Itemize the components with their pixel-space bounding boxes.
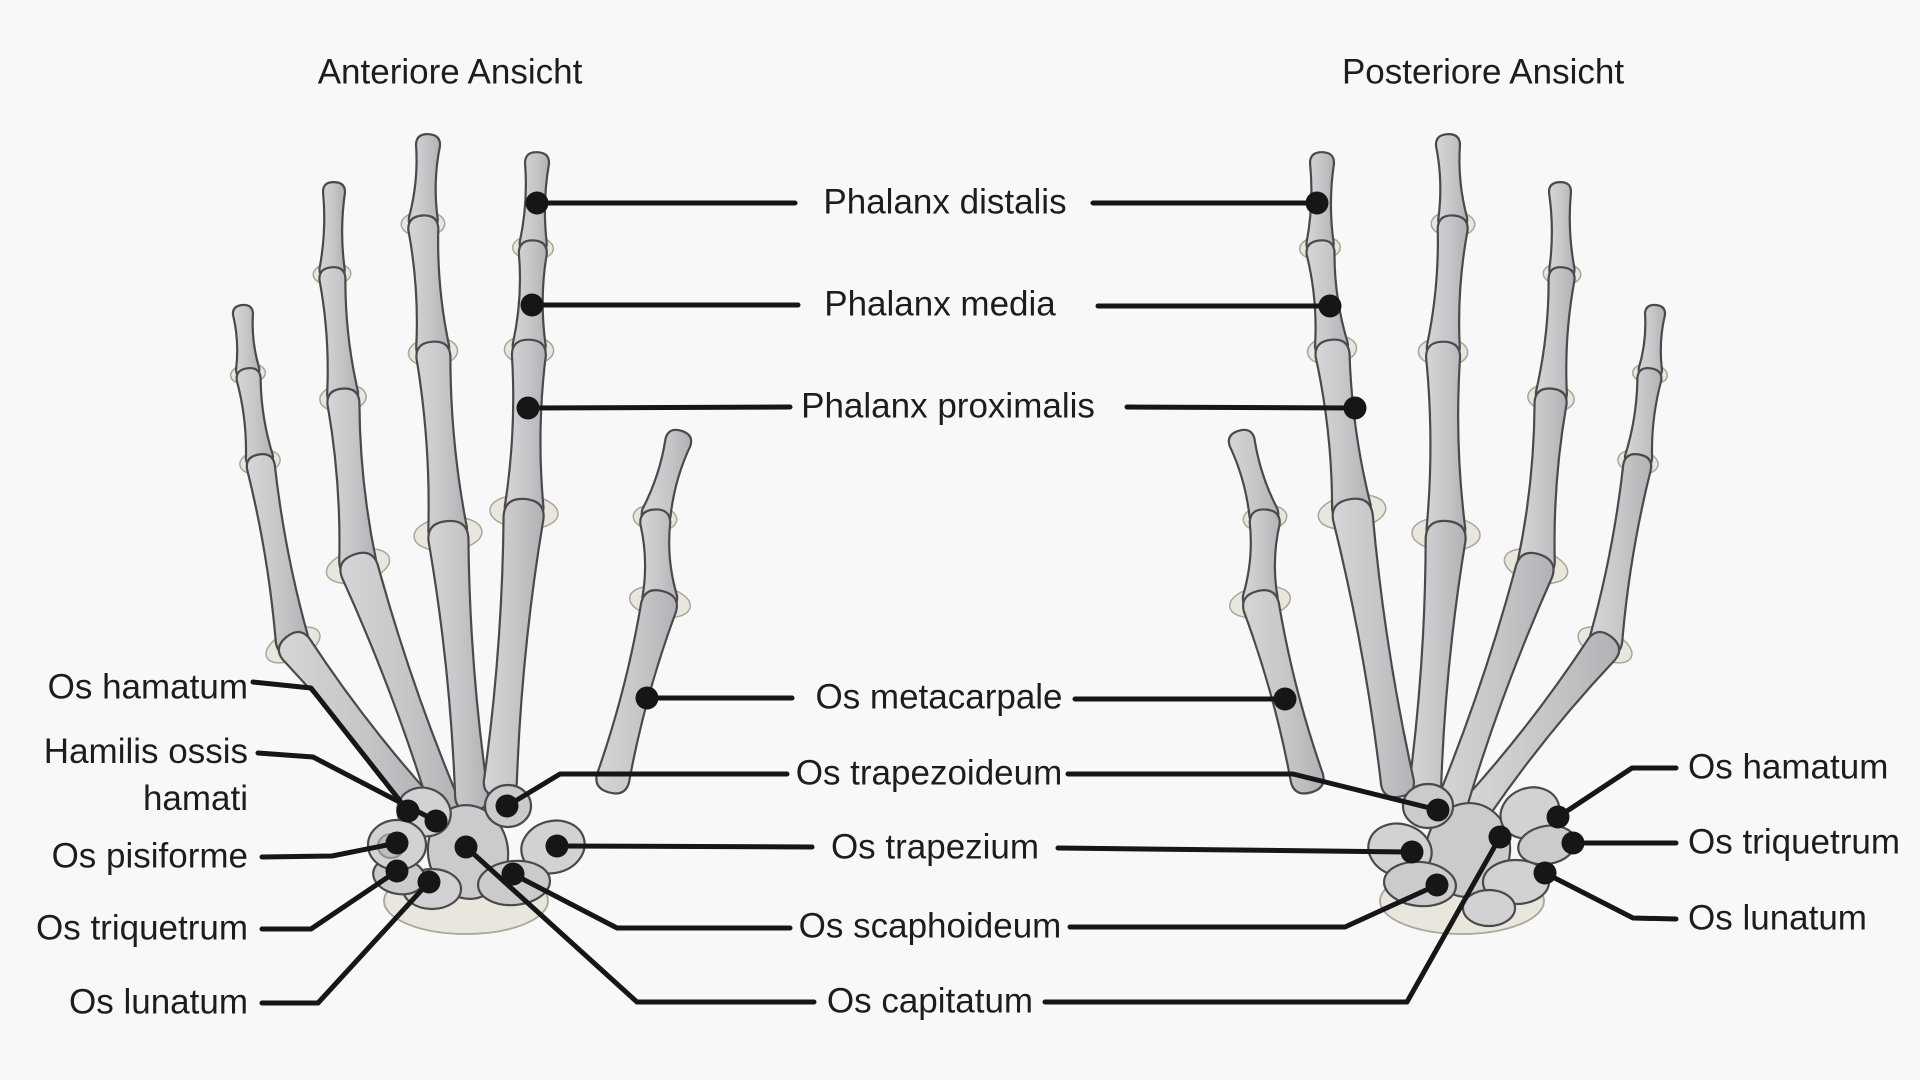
label-os-metacarpale: Os metacarpale — [815, 677, 1063, 717]
leader-phalanx-proximalis-right-dot — [1343, 396, 1367, 420]
hand-posterior-digit-0-bone-1 — [1623, 366, 1663, 471]
leader-os-trapezium-right-dot — [1400, 840, 1424, 864]
hand-anterior-digit-0-bone-0 — [231, 303, 261, 381]
anterior-hand-illustration — [229, 133, 693, 935]
hand-anterior-digit-2-bone-0 — [407, 133, 442, 234]
leader-os-hamatum-far-right — [1555, 765, 1679, 820]
leader-os-scaphoideum-left-dot — [501, 862, 525, 886]
hand-posterior-digit-3-bone-3 — [1331, 497, 1416, 799]
leader-os-trapezium-left — [554, 843, 815, 850]
hand-posterior-digit-2-bone-2 — [1424, 340, 1467, 548]
hand-posterior-digit-2-bone-1 — [1425, 214, 1469, 363]
leader-os-scaphoideum-right — [1067, 882, 1440, 930]
leader-os-metacarpale-left-dot — [635, 686, 659, 710]
label-os-triquetrum-right: Os triquetrum — [1688, 822, 1900, 862]
leader-phalanx-media-left-dot — [520, 293, 544, 317]
label-os-capitatum: Os capitatum — [826, 981, 1034, 1021]
hand-anterior-digit-0-bone-2 — [245, 453, 310, 657]
leader-hamilis-ossis-hamati — [255, 750, 439, 824]
leader-os-scaphoideum-left — [510, 871, 793, 931]
posterior-hand-illustration — [1227, 133, 1669, 935]
leader-os-lunatum-far-right-dot — [1533, 861, 1557, 885]
hand-posterior-digit-1-bone-0 — [1547, 180, 1576, 282]
label-os-pisiforme: Os pisiforme — [51, 836, 248, 876]
leader-phalanx-proximalis-left-dot — [516, 396, 540, 420]
hand-anterior-digit-3-bone-2 — [503, 338, 547, 526]
title-anterior-view: Anteriore Ansicht — [317, 52, 583, 92]
leader-os-capitatum-left — [463, 844, 817, 1005]
leader-os-trapezoideum-left-dot — [495, 794, 519, 818]
label-os-trapezoideum: Os trapezoideum — [795, 753, 1063, 793]
leader-os-triquetrum-far-left-dot — [385, 859, 409, 883]
leader-phalanx-distalis-left-dot — [525, 191, 549, 215]
label-os-hamatum-left: Os hamatum — [47, 667, 248, 707]
hand-posterior-digit-1-bone-1 — [1534, 266, 1576, 409]
leader-os-pisiforme — [259, 840, 400, 860]
hand-anterior-digit-4-bone-2 — [595, 589, 678, 795]
label-phalanx-distalis: Phalanx distalis — [823, 182, 1067, 222]
leader-os-lunatum-far-left — [259, 879, 432, 1006]
leader-os-lunatum-far-right — [1542, 870, 1679, 922]
hand-anterior-digit-1-bone-2 — [326, 387, 378, 579]
hand-posterior-digit-0-bone-0 — [1637, 303, 1667, 381]
leader-os-hamatum-far-right-dot — [1546, 805, 1570, 829]
label-os-lunatum-left: Os lunatum — [69, 982, 248, 1022]
leader-os-capitatum-right-dot — [1488, 825, 1512, 849]
leader-os-triquetrum-far-left — [259, 868, 400, 932]
label-os-triquetrum-left: Os triquetrum — [36, 908, 248, 948]
label-os-lunatum-right: Os lunatum — [1688, 898, 1867, 938]
leader-os-scaphoideum-right-dot — [1425, 873, 1449, 897]
leader-os-trapezoideum-right — [1065, 771, 1441, 813]
hand-posterior-digit-0-bone-2 — [1588, 453, 1653, 657]
label-phalanx-proximalis: Phalanx proximalis — [801, 386, 1095, 426]
leader-os-hamatum-far-left — [250, 679, 411, 814]
hand-anterior-digit-0-bone-1 — [235, 366, 275, 471]
leader-phalanx-proximalis-left — [525, 404, 793, 411]
hand-anterior-digit-1-bone-1 — [318, 266, 360, 409]
hand-anterior-digit-2-bone-1 — [407, 214, 451, 363]
leader-hamilis-ossis-hamati-dot — [424, 809, 448, 833]
hand-anterior-digit-2-bone-2 — [415, 340, 469, 548]
leader-phalanx-distalis-right-dot — [1305, 191, 1329, 215]
label-os-trapezium: Os trapezium — [830, 827, 1040, 867]
hand-anterior-digit-3-bone-3 — [482, 497, 545, 798]
leader-os-triquetrum-far-right-dot — [1561, 831, 1585, 855]
label-hamilis-ossis-hamati: Hamilis ossis hamati — [43, 732, 248, 818]
leader-phalanx-proximalis-right — [1124, 404, 1358, 411]
leader-os-metacarpale-right-dot — [1273, 687, 1297, 711]
leader-os-capitatum-left-dot — [454, 835, 478, 859]
leader-lines — [250, 191, 1679, 1006]
hand-posterior-digit-1-bone-2 — [1516, 387, 1568, 579]
leader-os-trapezoideum-right-dot — [1426, 798, 1450, 822]
leader-os-trapezium-left-dot — [545, 834, 569, 858]
hand-posterior-carpal-7 — [1461, 888, 1517, 928]
label-os-hamatum-right: Os hamatum — [1688, 747, 1889, 787]
hand-posterior-digit-2-bone-0 — [1434, 133, 1469, 234]
hand-anterior-digit-1-bone-0 — [318, 180, 347, 282]
leader-os-capitatum-right — [1042, 834, 1503, 1005]
leader-phalanx-media-right-dot — [1318, 294, 1342, 318]
leader-os-lunatum-far-left-dot — [417, 870, 441, 894]
leader-os-trapezoideum-left — [504, 771, 790, 809]
leader-os-trapezium-right — [1055, 845, 1415, 855]
hand-posterior-digit-3-bone-2 — [1314, 338, 1372, 526]
leader-os-pisiforme-dot — [385, 831, 409, 855]
label-phalanx-media: Phalanx media — [824, 284, 1056, 324]
title-posterior-view: Posteriore Ansicht — [1341, 52, 1625, 92]
label-os-scaphoideum: Os scaphoideum — [798, 906, 1062, 946]
